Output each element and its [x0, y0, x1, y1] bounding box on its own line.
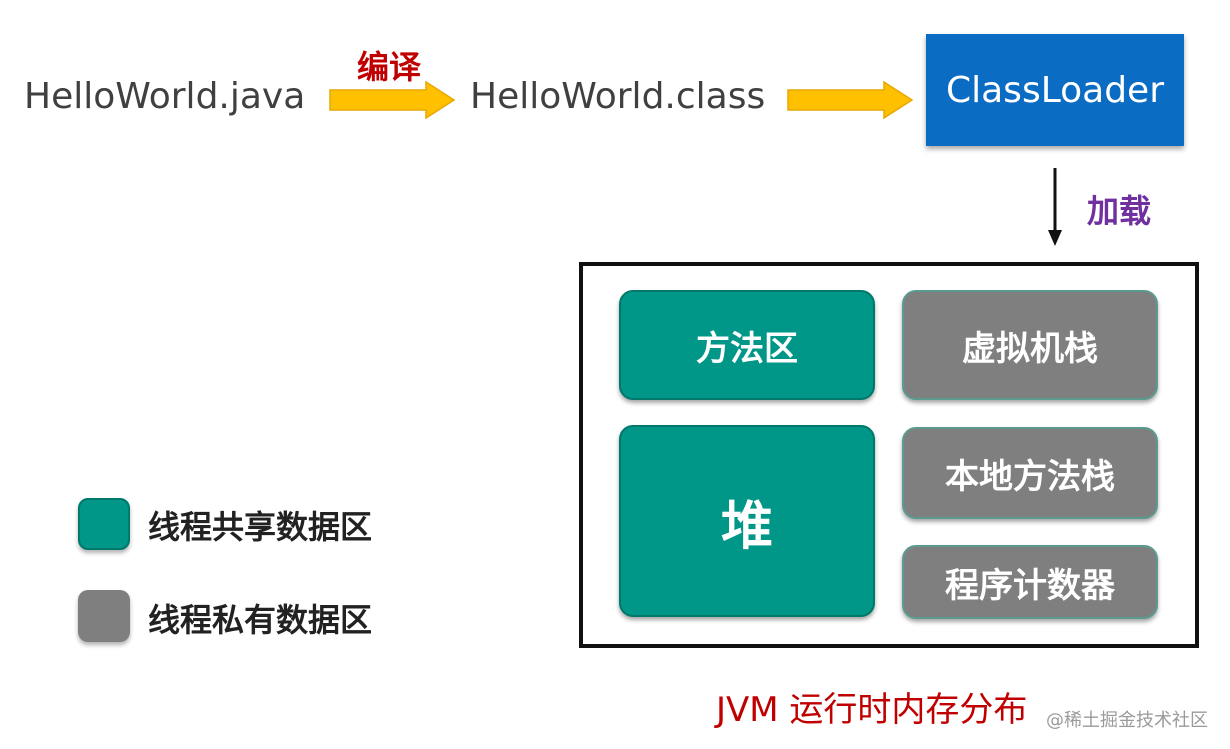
load-arrow-down — [1048, 168, 1062, 246]
native-stack-label: 本地方法栈 — [945, 456, 1115, 497]
class-file-label: HelloWorld.class — [470, 76, 766, 117]
pc-register-box: 程序计数器 — [902, 545, 1158, 619]
native-stack-box: 本地方法栈 — [902, 427, 1158, 519]
jvm-memory-frame — [579, 262, 1199, 648]
pc-register-label: 程序计数器 — [945, 565, 1115, 606]
method-area-label: 方法区 — [696, 328, 798, 369]
load-label: 加载 — [1087, 192, 1152, 230]
compile-label: 编译 — [357, 48, 422, 86]
vm-stack-box: 虚拟机栈 — [902, 290, 1158, 400]
method-area-box: 方法区 — [619, 290, 875, 400]
source-file-label: HelloWorld.java — [24, 76, 306, 117]
heap-label: 堆 — [720, 496, 773, 557]
legend-shared-label: 线程共享数据区 — [148, 508, 373, 546]
classloader-label: ClassLoader — [945, 69, 1165, 111]
compile-arrow — [329, 80, 456, 120]
vm-stack-label: 虚拟机栈 — [962, 328, 1098, 369]
legend-private-label: 线程私有数据区 — [148, 601, 373, 639]
legend-shared-swatch — [78, 498, 130, 550]
jvm-caption: JVM 运行时内存分布 — [716, 690, 1028, 730]
load-arrow-right — [787, 80, 914, 120]
classloader-box: ClassLoader — [926, 34, 1184, 146]
watermark-text: @稀土掘金技术社区 — [1046, 710, 1208, 731]
heap-box: 堆 — [619, 425, 875, 617]
legend-private-swatch — [78, 590, 130, 642]
